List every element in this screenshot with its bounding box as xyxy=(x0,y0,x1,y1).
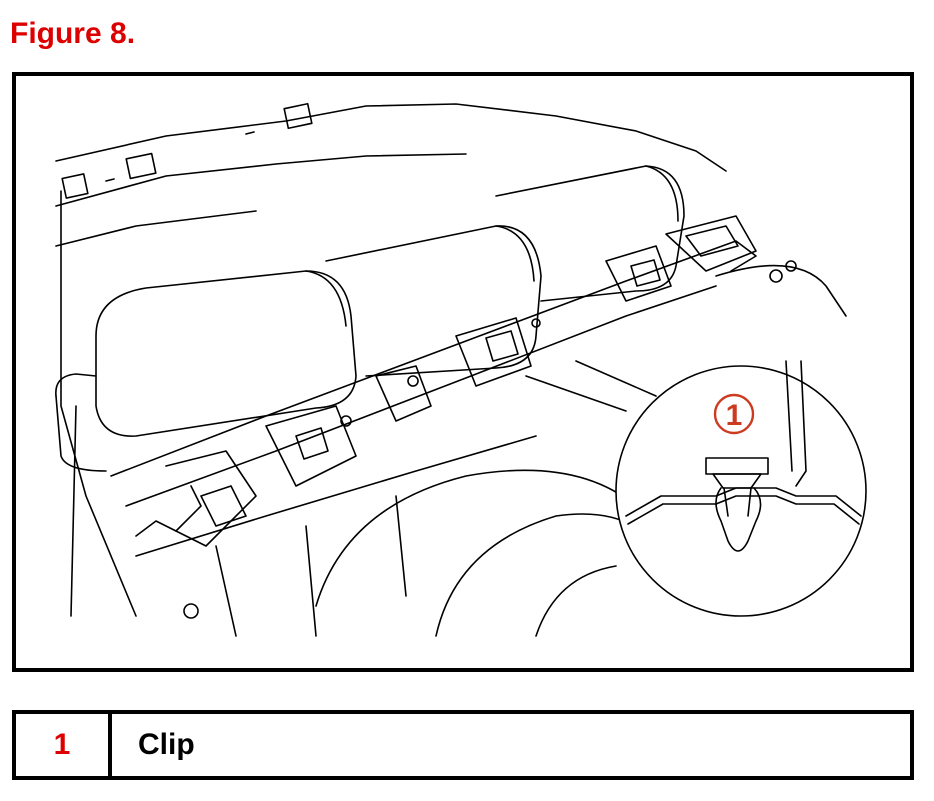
lower-panel xyxy=(135,264,847,637)
callout-1-number: 1 xyxy=(726,399,743,432)
legend-row-number: 1 xyxy=(16,714,112,776)
clip-detail-magnifier xyxy=(615,360,867,617)
legend-row-label: Clip xyxy=(138,728,195,761)
illustration-frame: 1 xyxy=(12,72,914,672)
callout-1-circle xyxy=(713,393,755,435)
dashboard-outline xyxy=(55,102,727,617)
legend-table: 1 Clip xyxy=(12,710,914,780)
figure-title: Figure 8. xyxy=(10,17,136,50)
airbag-cushions xyxy=(55,165,685,472)
callout-leader xyxy=(525,360,657,412)
bracket-rail xyxy=(110,215,797,619)
technical-illustration: 1 xyxy=(55,102,867,637)
